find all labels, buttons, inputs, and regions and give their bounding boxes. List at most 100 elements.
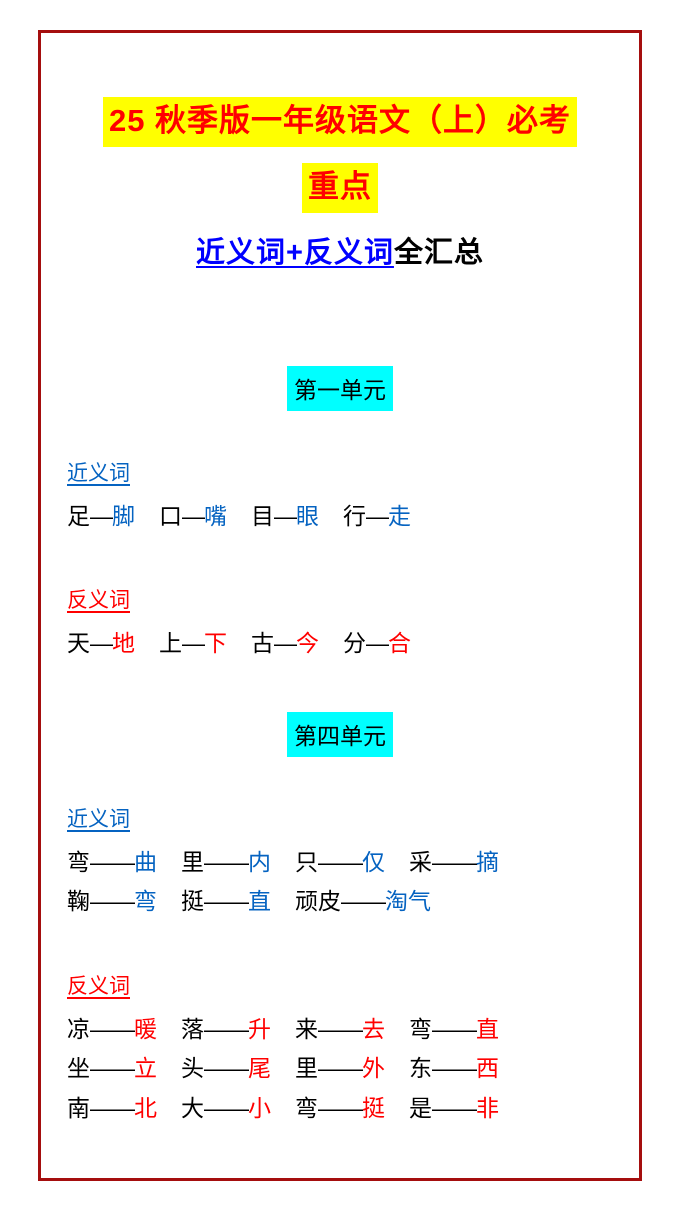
word-pair: 凉——暖 [67, 1010, 157, 1050]
dash-separator: —— [204, 1015, 249, 1042]
word-left: 挺 [181, 888, 204, 915]
group-lines: 弯——曲里——内只——仅采——摘鞠——弯挺——直顽皮——淘气 [67, 843, 613, 922]
dash-separator: —— [318, 1094, 363, 1121]
word-left: 头 [181, 1055, 204, 1082]
word-pair: 里——外 [295, 1049, 385, 1089]
unit-title: 第四单元 [287, 711, 393, 757]
dash-separator: —— [204, 1094, 249, 1121]
word-right: 直 [476, 1015, 499, 1042]
word-group: 近义词 足—脚口—嘴目—眼行—走 [67, 457, 613, 537]
group-label: 反义词 [67, 589, 130, 613]
dash-separator: —— [432, 848, 477, 875]
word-right: 今 [296, 630, 319, 657]
word-pair: 弯——挺 [295, 1089, 385, 1129]
dash-separator: —— [432, 1015, 477, 1042]
word-left: 东 [409, 1055, 432, 1082]
title-line-1: 25 秋季版一年级语文（上）必考 [67, 97, 613, 147]
word-right: 仅 [362, 848, 385, 875]
title-highlight-1: 25 秋季版一年级语文（上）必考 [102, 97, 578, 147]
word-right: 尾 [248, 1055, 271, 1082]
unit-section: 第四单元 近义词 弯——曲里——内只——仅采——摘鞠——弯挺——直顽皮——淘气 … [67, 711, 613, 1129]
word-left: 来 [295, 1015, 318, 1042]
word-right: 曲 [134, 848, 157, 875]
dash-separator: — [274, 502, 297, 529]
word-pair: 古—今 [251, 624, 319, 664]
word-pair-line: 弯——曲里——内只——仅采——摘 [67, 843, 613, 883]
word-left: 弯 [409, 1015, 432, 1042]
word-left: 目 [251, 502, 274, 529]
word-pair: 目—眼 [251, 497, 319, 537]
word-pair-line: 足—脚口—嘴目—眼行—走 [67, 497, 613, 537]
word-right: 摘 [476, 848, 499, 875]
dash-separator: — [90, 502, 113, 529]
unit-title-row: 第一单元 [67, 365, 613, 411]
word-pair: 口—嘴 [159, 497, 227, 537]
dash-separator: — [274, 630, 297, 657]
dash-separator: —— [204, 888, 249, 915]
dash-separator: — [366, 630, 389, 657]
word-pair: 足—脚 [67, 497, 135, 537]
word-right: 非 [476, 1094, 499, 1121]
group-label: 近义词 [67, 461, 130, 485]
word-group: 反义词 凉——暖落——升来——去弯——直坐——立头——尾里——外东——西南——北… [67, 970, 613, 1129]
word-left: 口 [159, 502, 182, 529]
word-pair: 采——摘 [409, 843, 499, 883]
dash-separator: —— [204, 848, 249, 875]
word-right: 立 [134, 1055, 157, 1082]
word-pair: 上—下 [159, 624, 227, 664]
word-pair: 鞠——弯 [67, 882, 157, 922]
group-label: 近义词 [67, 807, 130, 831]
dash-separator: —— [318, 1055, 363, 1082]
dash-separator: —— [90, 1015, 135, 1042]
word-pair: 南——北 [67, 1089, 157, 1129]
units: 第一单元 近义词 足—脚口—嘴目—眼行—走 反义词 天—地上—下古—今分—合 第… [67, 365, 613, 1129]
dash-separator: —— [318, 848, 363, 875]
word-right: 眼 [296, 502, 319, 529]
word-right: 西 [476, 1055, 499, 1082]
word-pair: 挺——直 [181, 882, 271, 922]
dash-separator: —— [432, 1094, 477, 1121]
word-right: 下 [204, 630, 227, 657]
word-pair: 头——尾 [181, 1049, 271, 1089]
word-pair-line: 坐——立头——尾里——外东——西 [67, 1049, 613, 1089]
dash-separator: —— [90, 888, 135, 915]
word-right: 北 [134, 1094, 157, 1121]
unit-section: 第一单元 近义词 足—脚口—嘴目—眼行—走 反义词 天—地上—下古—今分—合 [67, 365, 613, 664]
word-pair: 里——内 [181, 843, 271, 883]
word-right: 去 [362, 1015, 385, 1042]
word-left: 南 [67, 1094, 90, 1121]
word-left: 顽皮 [295, 888, 341, 915]
dash-separator: —— [204, 1055, 249, 1082]
group-lines: 天—地上—下古—今分—合 [67, 624, 613, 664]
word-pair: 坐——立 [67, 1049, 157, 1089]
title-highlight-2: 重点 [302, 162, 378, 213]
word-pair: 落——升 [181, 1010, 271, 1050]
dash-separator: —— [90, 1094, 135, 1121]
dash-separator: —— [341, 888, 386, 915]
document-header: 25 秋季版一年级语文（上）必考 重点 近义词+反义词全汇总 [67, 97, 613, 271]
word-left: 落 [181, 1015, 204, 1042]
word-left: 坐 [67, 1055, 90, 1082]
unit-groups: 近义词 足—脚口—嘴目—眼行—走 反义词 天—地上—下古—今分—合 [67, 457, 613, 664]
subtitle: 近义词+反义词全汇总 [67, 229, 613, 271]
word-left: 足 [67, 502, 90, 529]
word-left: 采 [409, 848, 432, 875]
dash-separator: — [182, 630, 205, 657]
word-pair: 东——西 [409, 1049, 499, 1089]
word-right: 弯 [134, 888, 157, 915]
unit-title: 第一单元 [287, 365, 393, 411]
word-right: 内 [248, 848, 271, 875]
word-right: 外 [362, 1055, 385, 1082]
word-left: 行 [343, 502, 366, 529]
word-right: 地 [112, 630, 135, 657]
dash-separator: — [182, 502, 205, 529]
word-left: 里 [295, 1055, 318, 1082]
word-left: 是 [409, 1094, 432, 1121]
word-left: 古 [251, 630, 274, 657]
word-left: 只 [295, 848, 318, 875]
word-pair: 行—走 [343, 497, 411, 537]
word-group: 反义词 天—地上—下古—今分—合 [67, 584, 613, 664]
word-left: 鞠 [67, 888, 90, 915]
word-pair: 来——去 [295, 1010, 385, 1050]
